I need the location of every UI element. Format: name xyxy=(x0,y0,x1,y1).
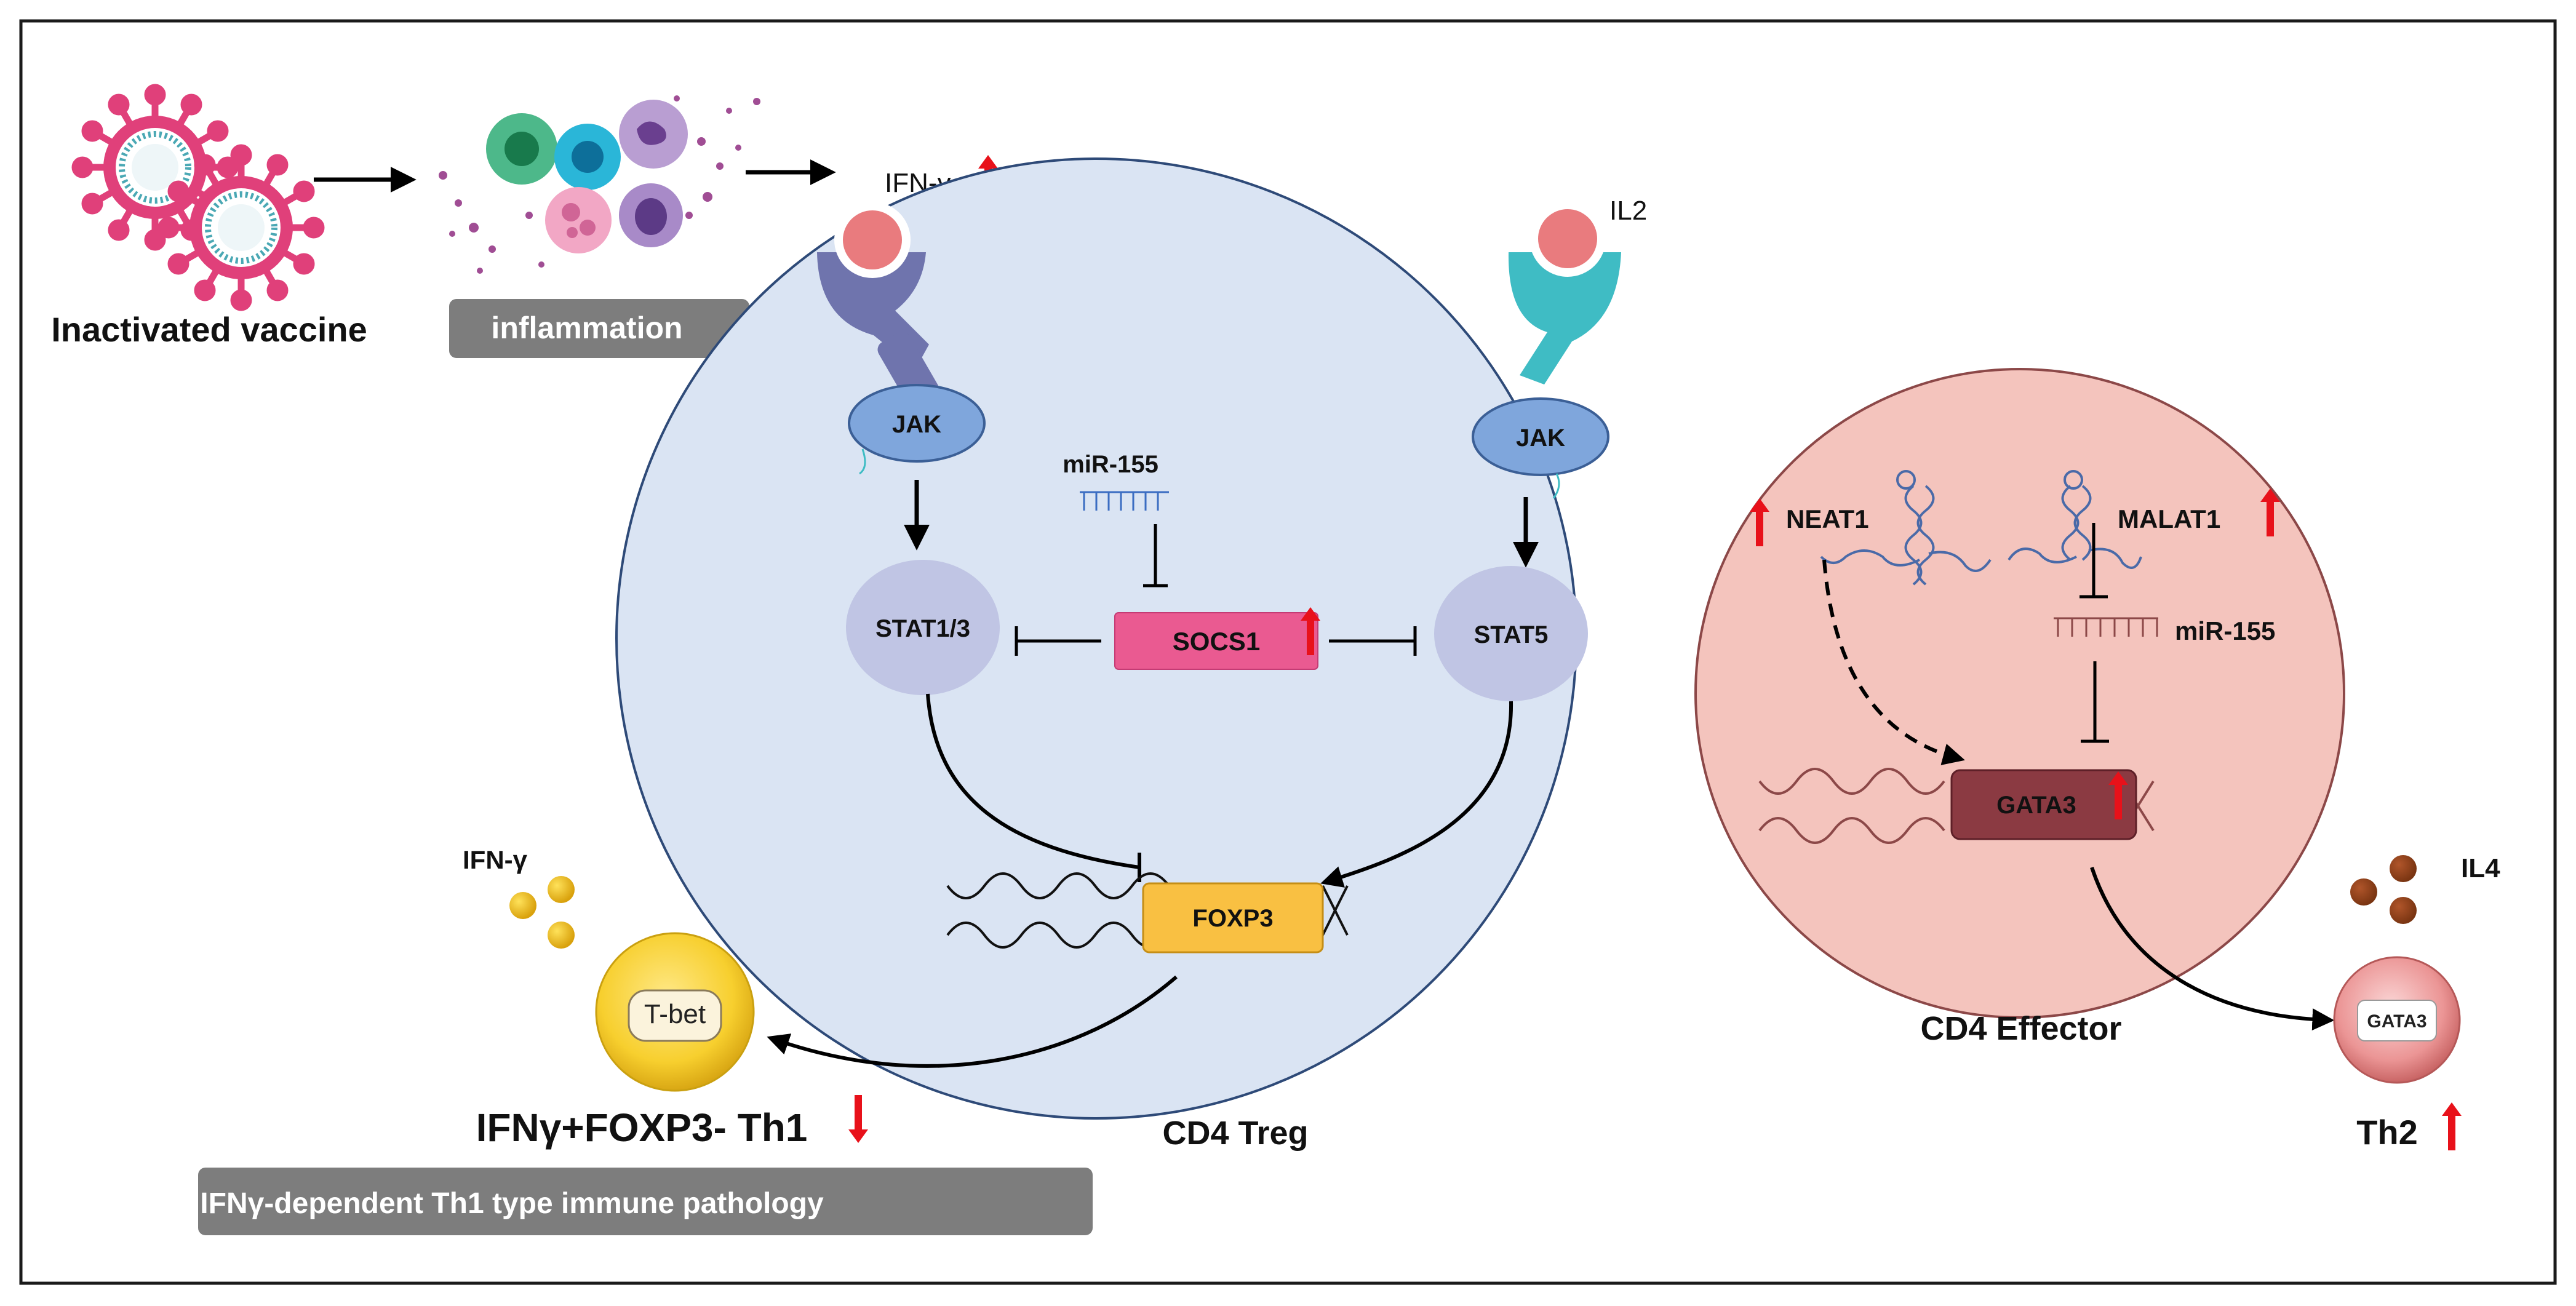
inhibit-malat1-mir155 xyxy=(2080,523,2108,599)
inflammation-label-box xyxy=(449,299,749,358)
inhibit-socs1-stat5 xyxy=(1329,626,1417,656)
th1-title: IFNγ+FOXP3- Th1 xyxy=(476,1105,808,1150)
mir155-treg-strand xyxy=(1080,491,1169,511)
stat13-node xyxy=(846,560,1000,695)
jak-left-tail xyxy=(859,448,866,475)
arrow-gata3-to-th2 xyxy=(2090,867,2335,1031)
stat13-label: STAT1/3 xyxy=(875,615,970,642)
il2-receptor xyxy=(1508,201,1621,384)
arrow-stat5-to-foxp3 xyxy=(1320,701,1513,888)
jak-left-node xyxy=(848,384,986,463)
gata3-node xyxy=(1950,769,2137,840)
foxp3-node xyxy=(1142,882,1324,954)
il4-particles xyxy=(2350,855,2417,924)
immune-cells-icon xyxy=(439,95,760,274)
jak-right-label: JAK xyxy=(1516,424,1565,452)
jak-right-node xyxy=(1472,397,1609,476)
arrow-neat1-to-gata3 xyxy=(1822,559,1965,765)
foxp3-label: FOXP3 xyxy=(1192,905,1273,932)
socs1-label: SOCS1 xyxy=(1173,627,1260,656)
neat1-rna-icon xyxy=(1820,470,1992,586)
arrow-foxp3-to-th1 xyxy=(767,975,1178,1068)
mir155-effector-label: miR-155 xyxy=(2175,616,2275,645)
stat5-label: STAT5 xyxy=(1474,621,1549,648)
th2-label: Th2 xyxy=(2356,1113,2418,1152)
jak-left-label: JAK xyxy=(892,411,941,438)
ifn-gamma-th1-label: IFN-γ xyxy=(463,845,528,874)
mir155-treg-label: miR-155 xyxy=(1063,451,1158,478)
tbet-badge xyxy=(628,989,722,1042)
stat5-node xyxy=(1434,566,1588,701)
tbet-label: T-bet xyxy=(644,999,706,1029)
cd4-effector-label: CD4 Effector xyxy=(1920,1010,2121,1047)
jak-right-tail xyxy=(1552,473,1560,499)
inhibit-socs1-stat13 xyxy=(1015,626,1101,656)
mir155-effector-strand xyxy=(2054,617,2158,637)
malat1-label: MALAT1 xyxy=(2118,504,2220,533)
neat1-label: NEAT1 xyxy=(1786,504,1869,533)
ifn-gamma-particles xyxy=(509,876,575,949)
inactivated-vaccine-label: Inactivated vaccine xyxy=(51,310,367,349)
cd4-effector-cell xyxy=(1694,368,2345,1019)
inhibit-mir155-gata3 xyxy=(2081,661,2109,743)
inflammation-label: inflammation xyxy=(491,311,682,345)
socs1-node xyxy=(1114,612,1318,670)
il2-label: IL2 xyxy=(1609,196,1647,226)
th1-pathology-box xyxy=(198,1168,1093,1235)
cd4-treg-cell xyxy=(615,157,1577,1120)
gata3-cell-badge xyxy=(2357,1000,2437,1041)
virus-icon-2 xyxy=(158,144,325,311)
gata3-label: GATA3 xyxy=(1996,792,2076,819)
malat1-rna-icon xyxy=(2008,470,2142,569)
il4-label: IL4 xyxy=(2461,853,2500,883)
foxp3-dna-helix xyxy=(946,872,1349,949)
th1-pathology-label: IFNγ-dependent Th1 type immune pathology xyxy=(200,1187,824,1220)
gata3-cell-label: GATA3 xyxy=(2367,1011,2426,1032)
inhibit-mir155-socs1 xyxy=(1143,524,1168,587)
cd4-treg-label: CD4 Treg xyxy=(1162,1115,1308,1152)
